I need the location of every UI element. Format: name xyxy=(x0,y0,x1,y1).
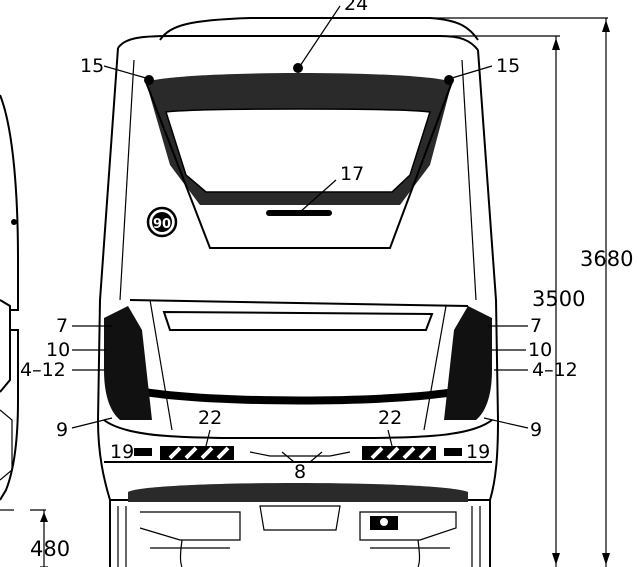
callout-10-left: 10 xyxy=(46,339,70,361)
callout-22-left: 22 xyxy=(198,407,222,429)
callout-19-right: 19 xyxy=(466,441,490,463)
callout-4-12-left: 4–12 xyxy=(20,359,66,381)
callout-15-left: 15 xyxy=(80,55,104,77)
callout-9-left: 9 xyxy=(56,419,68,441)
rear-hatch xyxy=(129,299,469,431)
callout-10-right: 10 xyxy=(528,339,552,361)
dimension-480: 480 xyxy=(30,537,70,561)
leader-lines xyxy=(71,5,529,463)
left-reflector xyxy=(134,448,152,456)
callout-9-right: 9 xyxy=(530,419,542,441)
roof-outline xyxy=(117,17,479,51)
callout-7-left: 7 xyxy=(56,315,68,337)
dimension-3680: 3680 xyxy=(580,247,633,271)
dimension-lines xyxy=(30,17,610,567)
right-marker-lamp xyxy=(444,75,454,85)
rear-window xyxy=(145,73,453,249)
lower-chassis xyxy=(109,483,491,567)
side-profile-fragment xyxy=(0,94,19,511)
left-tail-light-cluster xyxy=(104,306,152,420)
callout-22-right: 22 xyxy=(378,407,402,429)
right-reflector xyxy=(444,448,462,456)
callout-19-left: 19 xyxy=(110,441,134,463)
speed-limit-badge: 90 xyxy=(146,206,178,238)
callout-7-right: 7 xyxy=(530,315,542,337)
callout-17: 17 xyxy=(340,163,364,185)
callout-15-right: 15 xyxy=(496,55,520,77)
right-tail-light-cluster xyxy=(444,306,492,420)
left-warning-stripe xyxy=(160,446,234,460)
dimension-3500: 3500 xyxy=(532,287,585,311)
speed-badge-text: 90 xyxy=(153,217,171,232)
callout-8: 8 xyxy=(294,461,306,483)
callout-24: 24 xyxy=(344,0,368,15)
callout-4-12-right: 4–12 xyxy=(532,359,578,381)
right-warning-stripe xyxy=(362,446,436,460)
left-marker-lamp xyxy=(144,75,154,85)
